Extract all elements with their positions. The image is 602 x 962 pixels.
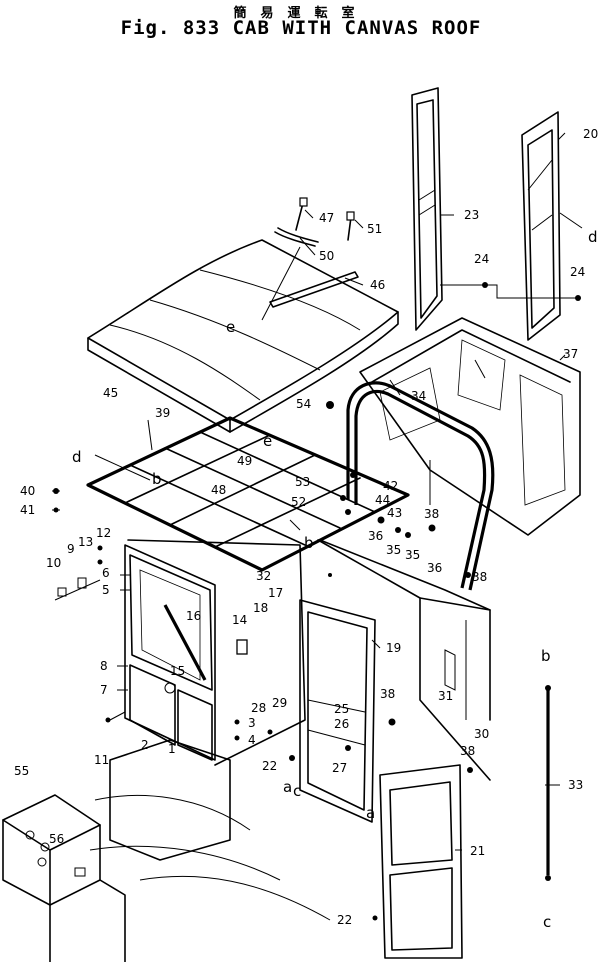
label-6: 6 [102, 566, 110, 580]
label-33: 33 [568, 778, 583, 792]
label-43: 43 [387, 506, 402, 520]
label-4: 4 [248, 733, 256, 747]
label-28: 28 [251, 701, 266, 715]
figure-title: Fig. 833 CAB WITH CANVAS ROOF [120, 17, 482, 39]
console-55 [2, 794, 126, 962]
label-22a: 22 [262, 759, 277, 773]
label-45: 45 [103, 386, 118, 400]
label-44: 44 [375, 493, 390, 507]
ref-d-2: d [588, 228, 598, 246]
label-8: 8 [100, 659, 108, 673]
roof-fasteners [261, 197, 359, 321]
label-24a: 24 [474, 252, 489, 266]
label-5: 5 [102, 583, 110, 597]
ref-b-1: b [152, 470, 162, 488]
label-39: 39 [155, 406, 170, 420]
label-1: 1 [168, 742, 176, 756]
label-51: 51 [367, 222, 382, 236]
label-46: 46 [370, 278, 385, 292]
label-40: 40 [20, 484, 35, 498]
ref-b-2: b [304, 534, 314, 552]
ref-e-1: e [226, 318, 235, 336]
label-38a: 38 [424, 507, 439, 521]
label-38c: 38 [380, 687, 395, 701]
ref-a-2: a [366, 804, 375, 822]
rear-door-23 [411, 87, 443, 331]
japanese-title: 簡易運転室 [233, 6, 369, 21]
label-34: 34 [411, 389, 426, 403]
roof-frame-39 [86, 416, 410, 572]
label-31: 31 [438, 689, 453, 703]
label-18: 18 [253, 601, 268, 615]
label-49: 49 [237, 454, 252, 468]
label-35a: 35 [386, 543, 401, 557]
label-20: 20 [583, 127, 598, 141]
part-number-labels: 1 2 3 4 5 6 7 8 9 10 11 12 13 14 15 16 1… [14, 127, 598, 927]
roll-bar-34 [346, 381, 495, 591]
label-19: 19 [386, 641, 401, 655]
label-41: 41 [20, 503, 35, 517]
label-21: 21 [470, 844, 485, 858]
side-panel-30 [317, 539, 491, 781]
label-38b: 38 [472, 570, 487, 584]
label-32: 32 [256, 569, 271, 583]
front-panel [124, 539, 306, 766]
reference-letters: a a b b b c c d d e e [72, 228, 598, 931]
label-3: 3 [248, 716, 256, 730]
label-42: 42 [383, 479, 398, 493]
label-25: 25 [334, 702, 349, 716]
label-15: 15 [170, 664, 185, 678]
label-12: 12 [96, 526, 111, 540]
ref-e-2: e [263, 432, 272, 450]
label-11: 11 [94, 753, 109, 767]
label-29: 29 [272, 696, 287, 710]
label-50: 50 [319, 249, 334, 263]
label-56: 56 [49, 832, 64, 846]
label-30: 30 [474, 727, 489, 741]
label-52: 52 [291, 495, 306, 509]
ref-b-3: b [541, 647, 551, 665]
label-26: 26 [334, 717, 349, 731]
side-door-20 [521, 111, 561, 341]
label-38d: 38 [460, 744, 475, 758]
label-47: 47 [319, 211, 334, 225]
ref-d-1: d [72, 448, 82, 466]
label-48: 48 [211, 483, 226, 497]
label-13: 13 [78, 535, 93, 549]
label-27: 27 [332, 761, 347, 775]
label-9: 9 [67, 542, 75, 556]
leader-24-connection [440, 284, 580, 299]
canvas-roof [87, 239, 399, 433]
ref-c-2: c [543, 913, 551, 931]
label-10: 10 [46, 556, 61, 570]
door-21 [379, 764, 463, 959]
label-2: 2 [141, 738, 149, 752]
rod-33 [545, 685, 551, 881]
label-22b: 22 [337, 913, 352, 927]
label-16: 16 [186, 609, 201, 623]
ref-a-1: a [283, 778, 292, 796]
label-36b: 36 [427, 561, 442, 575]
ref-c-1: c [293, 782, 301, 800]
label-24b: 24 [570, 265, 585, 279]
label-53: 53 [295, 475, 310, 489]
label-23: 23 [464, 208, 479, 222]
label-35b: 35 [405, 548, 420, 562]
label-55: 55 [14, 764, 29, 778]
label-17: 17 [268, 586, 283, 600]
leader-lines [52, 132, 583, 851]
label-54: 54 [296, 397, 311, 411]
label-14: 14 [232, 613, 247, 627]
door-frame-19 [299, 599, 376, 823]
label-36a: 36 [368, 529, 383, 543]
label-37: 37 [563, 347, 578, 361]
cowl-lines [89, 739, 331, 921]
label-7: 7 [100, 683, 108, 697]
small-parts [53, 401, 473, 921]
